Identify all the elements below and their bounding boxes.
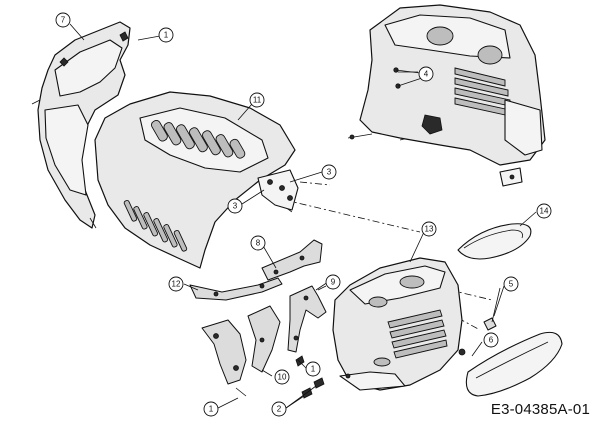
svg-text:1: 1 [311,365,316,374]
callout-2: 2 [271,401,287,417]
part-4-dash-console [347,4,546,187]
callout-6: 6 [483,332,499,348]
svg-text:1: 1 [164,31,169,40]
callout-3-right: 3 [321,164,337,180]
svg-text:11: 11 [253,96,262,105]
callout-1-top: 1 [158,27,174,43]
part-12-mounting-rail [189,277,283,301]
svg-text:3: 3 [327,168,332,177]
svg-text:8: 8 [256,239,261,248]
svg-text:9: 9 [331,278,336,287]
part-14-headlight-lens [457,223,532,260]
callout-10: 10 [274,369,290,385]
callout-9: 9 [325,274,341,290]
svg-text:5: 5 [509,280,514,289]
part-6-bumper [465,331,563,397]
callout-7: 7 [55,12,71,28]
svg-text:6: 6 [489,336,494,345]
callout-12: 12 [168,276,184,292]
svg-text:10: 10 [278,373,287,382]
svg-text:4: 4 [424,70,429,79]
part-7-side-panel [31,21,131,229]
part-13-front-nose [332,257,463,391]
svg-text:14: 14 [540,207,549,216]
console-louvers [454,67,511,117]
part-5-bolt [458,287,501,356]
callout-leaders [69,23,537,409]
part-9-support-bracket [287,285,327,353]
lower-left-mount [201,319,247,397]
hood-side-vents [123,199,188,252]
callout-11: 11 [249,92,265,108]
diagram-reference-code: E3-04385A-01 [490,401,590,418]
callout-1-bottom: 1 [203,401,219,417]
hood-grille-slots [151,119,246,159]
svg-text:1: 1 [209,405,214,414]
svg-text:2: 2 [277,405,282,414]
svg-text:3: 3 [233,202,238,211]
callout-3-left: 3 [227,198,243,214]
callout-5: 5 [503,276,519,292]
part-8-bracket [261,239,323,281]
front-grille-bars [387,309,448,359]
svg-text:12: 12 [172,280,181,289]
part-11-hood [94,91,299,269]
callout-4: 4 [418,66,434,82]
callout-14: 14 [536,203,552,219]
part-10-front-bracket [247,305,281,373]
callout-8: 8 [250,235,266,251]
svg-text:13: 13 [425,225,434,234]
callout-13: 13 [421,221,437,237]
hood-hinge-bolts [267,179,293,201]
svg-text:7: 7 [61,16,66,25]
callout-1-mid: 1 [305,361,321,377]
